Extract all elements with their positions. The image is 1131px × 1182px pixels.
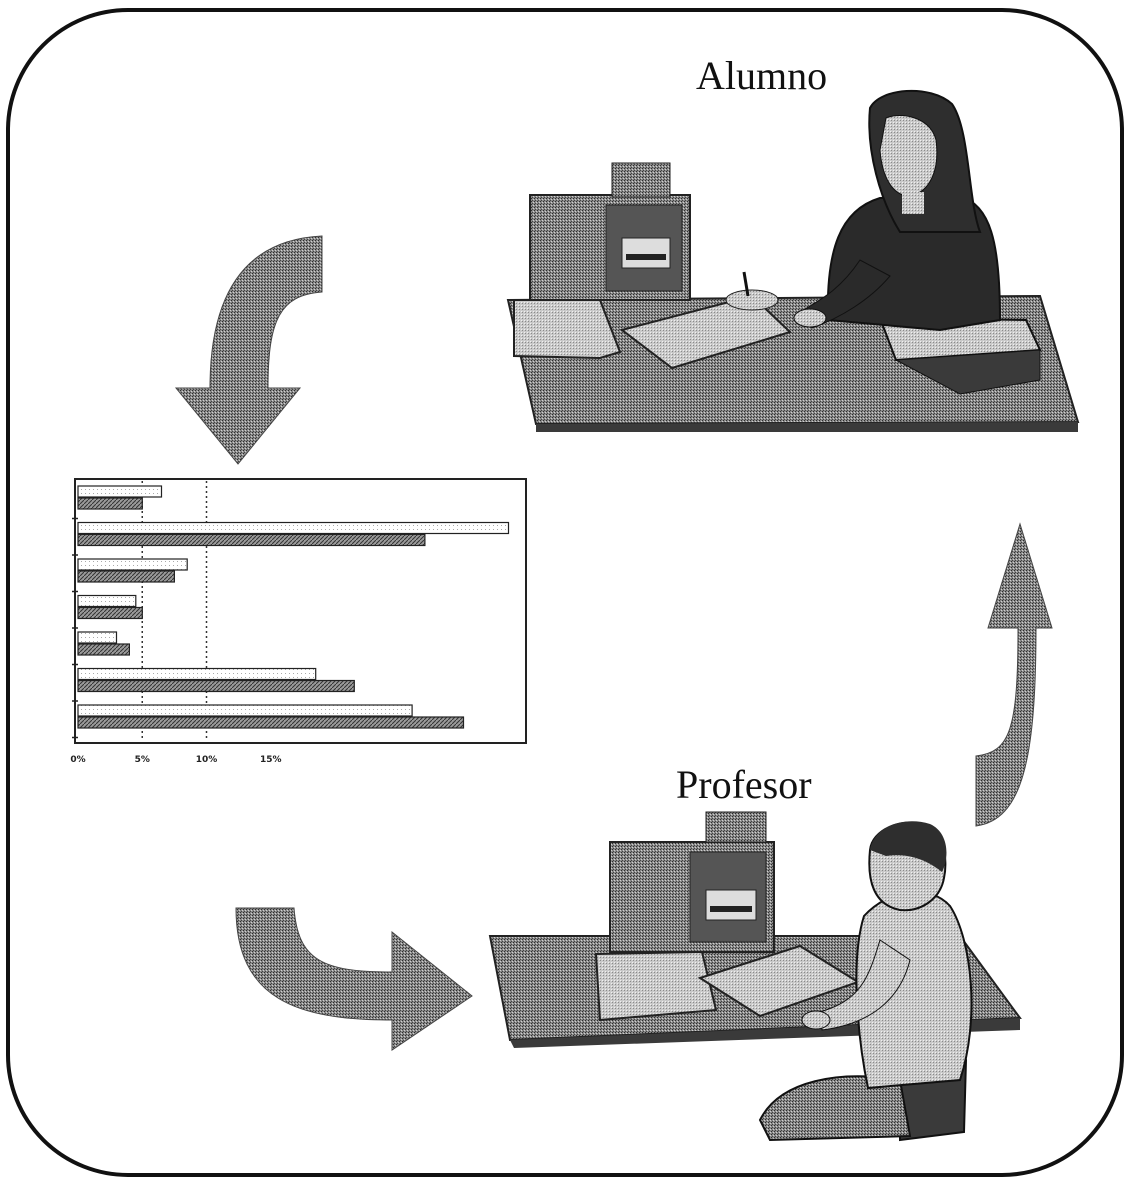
teacher-label: Profesor	[676, 762, 812, 807]
chart-bar-1-6	[77, 667, 317, 681]
chart-bar-2-7	[77, 716, 465, 729]
chart-bar-1-3	[77, 558, 188, 571]
chart-bar-1-1	[77, 485, 163, 498]
outer-frame	[6, 8, 1124, 1177]
chart-x-tick-label: 15%	[260, 755, 282, 765]
chart-bar-1-2	[77, 521, 510, 535]
curved-arrow-right-icon	[235, 907, 473, 1051]
chart-bar-1-7	[77, 704, 413, 717]
bar-chart: 0% 5% 10% 15%	[70, 478, 527, 765]
chart-bar-2-2	[77, 533, 426, 547]
curved-arrow-down-icon	[174, 235, 323, 465]
chart-bar-2-1	[77, 497, 143, 510]
chart-x-tick-label: 10%	[196, 755, 218, 765]
chart-bar-2-3	[77, 570, 176, 583]
curved-arrow-up-icon	[975, 522, 1053, 827]
chart-bar-1-4	[77, 594, 137, 608]
chart-bar-2-6	[77, 679, 355, 693]
chart-bar-2-5	[77, 643, 131, 656]
teacher-at-computer-icon	[488, 811, 1022, 1142]
student-at-computer-icon	[506, 89, 1080, 432]
chart-bar-2-4	[77, 606, 143, 620]
chart-bar-1-5	[77, 631, 118, 644]
chart-x-tick-label: 5%	[135, 755, 150, 765]
chart-x-tick-label: 0%	[70, 755, 85, 765]
student-label: Alumno	[696, 53, 828, 98]
